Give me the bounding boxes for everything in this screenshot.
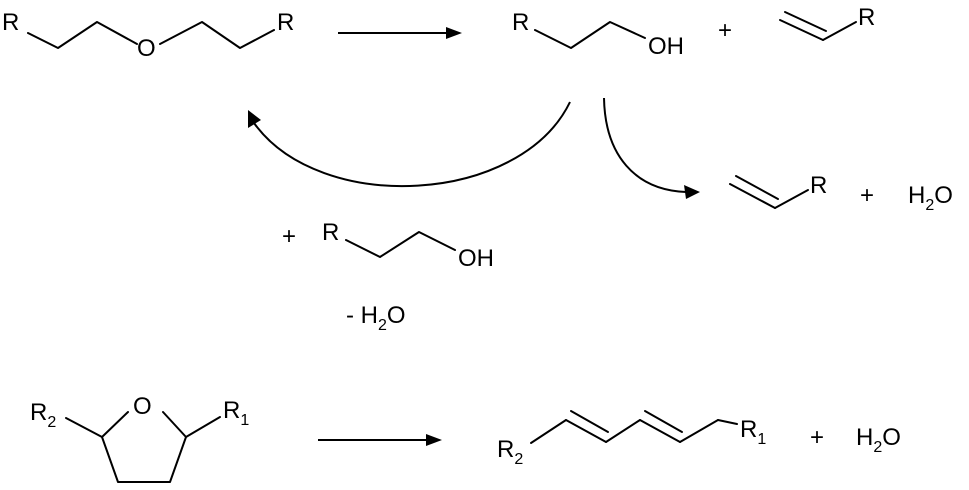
alcohol-oh: OH: [648, 33, 684, 60]
recycle-curved-arrow: [248, 101, 571, 188]
plus-sign-top: +: [718, 17, 732, 44]
ether-skeleton-left: [27, 21, 138, 49]
alkene-r-top: R: [858, 4, 875, 31]
alcohol-skeleton: [534, 21, 646, 49]
thf-ring: [101, 411, 187, 483]
forward-arrow-top: [338, 27, 462, 39]
alcohol-product: R OH: [512, 9, 684, 60]
ether-r-left: R: [2, 9, 19, 36]
forward-arrow-bottom: [318, 434, 442, 446]
ether-r-right: R: [277, 9, 294, 36]
diene-r1: R1: [740, 416, 766, 448]
thf-oxygen: O: [133, 393, 152, 420]
diene-product: R2 R1: [497, 410, 766, 468]
water-product-right: H2O: [908, 182, 953, 214]
alkene-r-right: R: [810, 172, 827, 199]
plus-sign-right: +: [860, 182, 874, 209]
thf-r2: R2: [30, 399, 56, 431]
diene-r2: R2: [497, 436, 523, 468]
dehydration-curved-arrow: [603, 97, 700, 199]
water-product-bottom: H2O: [856, 424, 901, 456]
reagent-alcohol: + R OH: [282, 219, 494, 272]
alkene-product-right: R: [729, 172, 827, 209]
thf-r1: R1: [223, 397, 249, 429]
ether-molecule: R O R: [2, 9, 294, 62]
ether-oxygen: O: [137, 35, 156, 62]
alkene-product-top: R: [779, 4, 875, 41]
alcohol-r: R: [512, 9, 529, 36]
ether-skeleton-right: [159, 21, 275, 49]
reagent-oh: OH: [458, 245, 494, 272]
reagent-skeleton: [345, 231, 456, 258]
tetrahydrofuran-molecule: R2 O R1: [30, 393, 249, 483]
minus-water-label: - H2O: [346, 302, 406, 334]
reagent-plus: +: [282, 223, 296, 250]
plus-sign-bottom: +: [810, 424, 824, 451]
reagent-r: R: [322, 219, 339, 246]
